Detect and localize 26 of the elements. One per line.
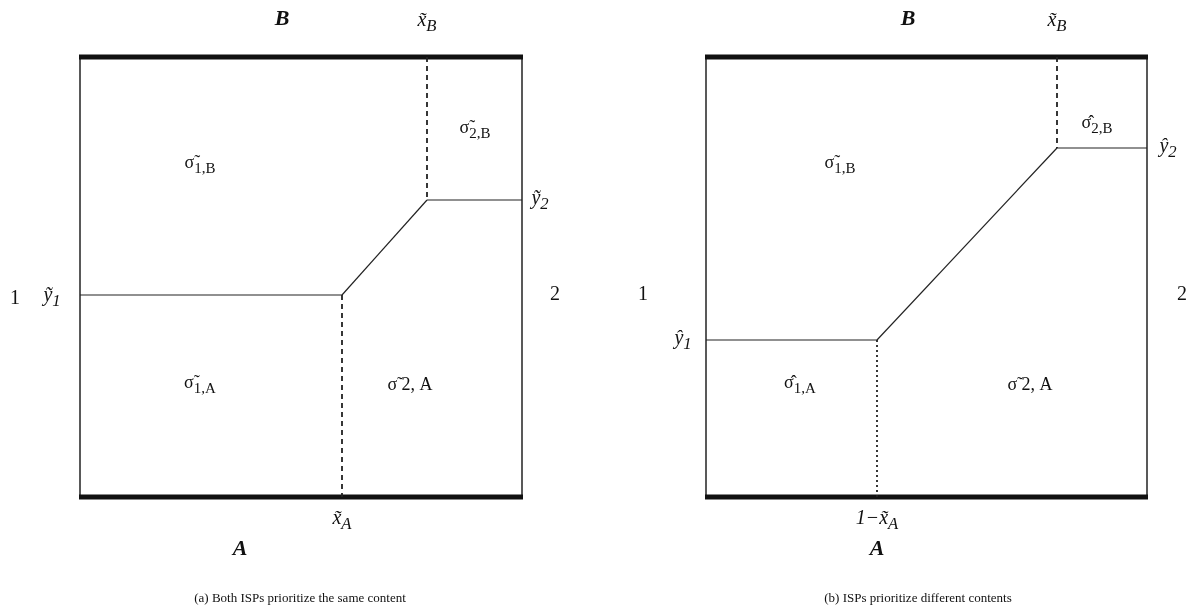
region-label: σ̃ 2, A [1007, 375, 1053, 395]
region-label: σ̃$_{2,B}$ [459, 118, 491, 142]
region-label: σ̃ 2, A [387, 375, 433, 395]
variable-label: ŷ$_{2}$ [1159, 134, 1177, 162]
variable-label: x̃$_{A}$ [332, 506, 352, 534]
region-label: σ̃$_{1,A}$ [184, 373, 216, 397]
side-number: 1 [10, 286, 20, 308]
region-label: σ̂$_{2,B}$ [1081, 113, 1113, 137]
side-number: 2 [1177, 282, 1187, 304]
caption: (b) ISPs prioritize different contents [824, 590, 1012, 606]
region-label: σ̂$_{1,A}$ [784, 373, 816, 397]
side-number: 2 [550, 282, 560, 304]
side-number: 1 [638, 282, 648, 304]
region-label: σ̃$_{1,B}$ [184, 153, 216, 177]
variable-label: ŷ$_{1}$ [674, 326, 692, 354]
side-label: A [869, 535, 885, 561]
variable-label: x̃$_{B}$ [417, 8, 437, 36]
variable-label: ỹ$_{2}$ [531, 186, 549, 214]
region-label: σ̃$_{1,B}$ [824, 153, 856, 177]
variable-label: ỹ$_{1}$ [43, 283, 61, 311]
variable-label: 1−x̃$_{A}$ [855, 506, 899, 534]
side-label: B [274, 5, 290, 31]
side-label: B [900, 5, 916, 31]
caption: (a) Both ISPs prioritize the same content [194, 590, 406, 606]
variable-label: x̃$_{B}$ [1047, 8, 1067, 36]
side-label: A [232, 535, 248, 561]
